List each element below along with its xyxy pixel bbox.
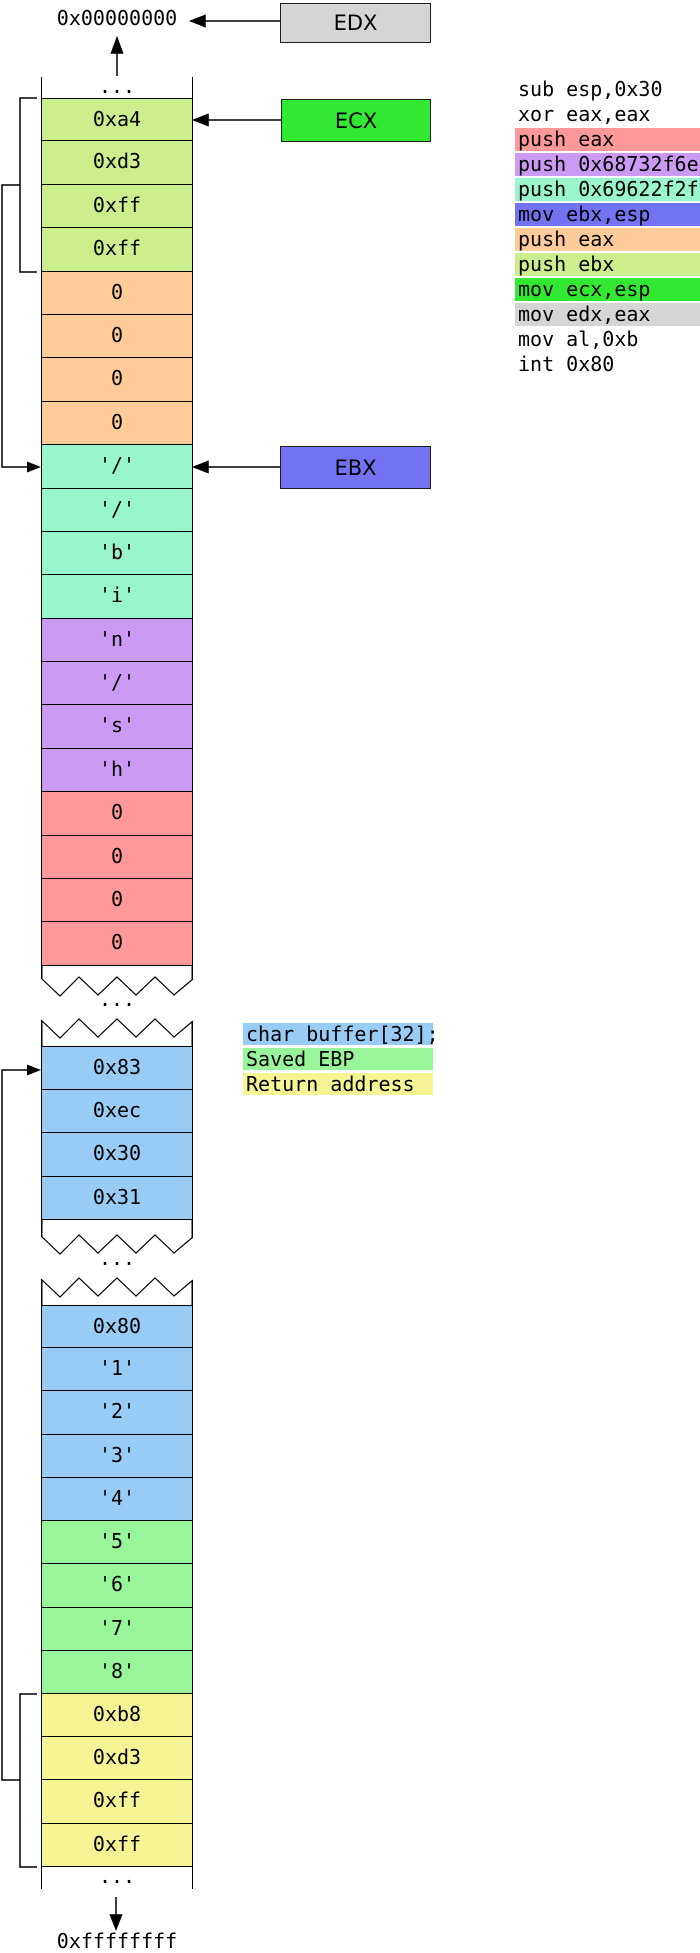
string-pointer-bracket [19, 97, 37, 273]
legend: char buffer[32]; Saved EBP Return address [243, 1023, 439, 1098]
stack-cell: 'n' [42, 618, 192, 663]
stack-cell: 0xd3 [42, 1737, 192, 1781]
stack-cell: 0x80 [42, 1305, 192, 1349]
legend-item: char buffer[32]; [243, 1023, 439, 1045]
stack-grow-up-arrow [110, 35, 124, 76]
ecx-register-box: ECX [281, 99, 431, 142]
asm-line: sub esp,0x30 [518, 77, 663, 101]
asm-line: push 0x68732f6e [515, 153, 700, 176]
stack-cell: '/' [42, 488, 192, 532]
stack-cell: '3' [42, 1434, 192, 1478]
asm-line: push ebx [515, 253, 700, 276]
stack-grow-down-arrow [109, 1897, 123, 1932]
edx-register-label: EDX [333, 11, 378, 35]
stack-cell: 's' [42, 705, 192, 749]
ebx-register-label: EBX [334, 455, 377, 480]
high-address-label: 0xffffffff [56, 1929, 178, 1953]
stack-open-top-row: ... [41, 76, 193, 98]
legend-item: Return address [243, 1073, 433, 1095]
stack-cell: 'i' [42, 575, 192, 619]
stack-cell: 0 [42, 401, 192, 446]
return-address-bracket [19, 1693, 37, 1868]
return-address-arrow [1, 1064, 41, 1781]
stack-cell: 0xff [42, 1780, 192, 1824]
low-address-label: 0x00000000 [56, 6, 178, 30]
edx-register-box: EDX [280, 3, 431, 43]
stack-cell: '7' [42, 1607, 192, 1651]
stack-cell: 0xff [42, 184, 192, 229]
stack-cell: 0xb8 [42, 1693, 192, 1738]
asm-line: push 0x69622f2f [515, 178, 700, 201]
stack-break-dots: ... [98, 987, 136, 1011]
stack-cell: '/' [42, 662, 192, 706]
stack-cell: 'b' [42, 531, 192, 576]
ecx-register-label: ECX [334, 108, 378, 133]
stack-cell: 0 [42, 358, 192, 402]
stack-cell: 0 [42, 314, 192, 359]
stack-cell: '/' [42, 445, 192, 489]
string-pointer-arrow [1, 184, 41, 473]
asm-line: mov al,0xb [518, 327, 639, 351]
asm-line: mov ecx,esp [515, 278, 700, 301]
asm-line: push eax [515, 228, 700, 251]
stack-cell: '8' [42, 1650, 192, 1694]
stack-cell: 0 [42, 792, 192, 836]
stack-cell: 0 [42, 271, 192, 315]
stack-cell: 0x30 [42, 1133, 192, 1177]
stack-cell: '1' [42, 1348, 192, 1392]
ecx-pointer-arrow [191, 113, 281, 127]
ebx-pointer-arrow [191, 460, 280, 474]
legend-item: Saved EBP [243, 1048, 433, 1070]
stack-break-dots: ... [98, 1246, 136, 1270]
stack-cell: 0xa4 [42, 98, 192, 142]
stack-cell: 'h' [42, 748, 192, 793]
asm-line: push eax [515, 128, 700, 151]
stack-cell: '6' [42, 1564, 192, 1608]
asm-line: xor eax,eax [518, 102, 651, 126]
stack-cell: 0x83 [42, 1046, 192, 1090]
ebx-register-box: EBX [280, 446, 431, 489]
stack-cell: 0xff [42, 1823, 192, 1867]
stack-cell: 0 [42, 879, 192, 923]
stack-cell: 0 [42, 922, 192, 966]
asm-line: mov edx,eax [515, 303, 700, 326]
stack-cell: 0xff [42, 228, 192, 272]
stack-cell: 0xec [42, 1089, 192, 1133]
stack-cell: '2' [42, 1391, 192, 1435]
stack-cell: 0x31 [42, 1176, 192, 1220]
stack-cell: 0 [42, 835, 192, 880]
stack-cell: '5' [42, 1521, 192, 1565]
asm-line: int 0x80 [518, 352, 615, 376]
stack-cell: '4' [42, 1477, 192, 1522]
stack-open-bottom-row: ... [41, 1866, 193, 1889]
edx-pointer-arrow [188, 14, 280, 28]
stack-cell: 0xd3 [42, 141, 192, 185]
asm-line: mov ebx,esp [515, 203, 700, 226]
